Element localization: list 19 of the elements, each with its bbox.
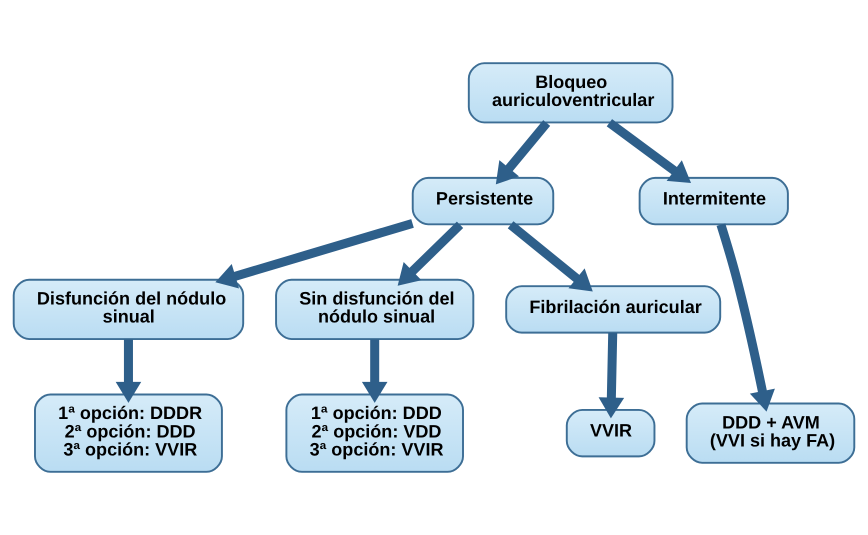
arrow	[716, 223, 775, 412]
arrow	[362, 339, 388, 403]
node-box: 1ª opción: DDD 2ª opción: VDD 3ª opción: VVIR	[285, 394, 464, 473]
arrow	[606, 119, 692, 184]
node-box: DDD + AVM (VVI si hay FA)	[686, 402, 856, 464]
arrow	[508, 221, 593, 292]
node-box: VVIR	[566, 409, 656, 458]
node-box: Disfunción del nódulo sinual	[12, 278, 244, 340]
node-box: Sin disfunción del nódulo sinual	[275, 278, 474, 340]
node-box: Persistente	[412, 176, 554, 226]
arrow	[496, 120, 550, 184]
node-box: Intermitente	[638, 176, 789, 226]
arrow	[116, 339, 142, 403]
arrow	[215, 219, 414, 288]
node-box: 1ª opción: DDDR 2ª opción: DDD 3ª opción: VVIR	[34, 394, 223, 473]
arrow	[598, 332, 624, 418]
node-box: Bloqueo auriculoventricular	[468, 62, 674, 124]
arrow	[398, 222, 464, 286]
node-box: Fibrilación auricular	[505, 285, 722, 334]
